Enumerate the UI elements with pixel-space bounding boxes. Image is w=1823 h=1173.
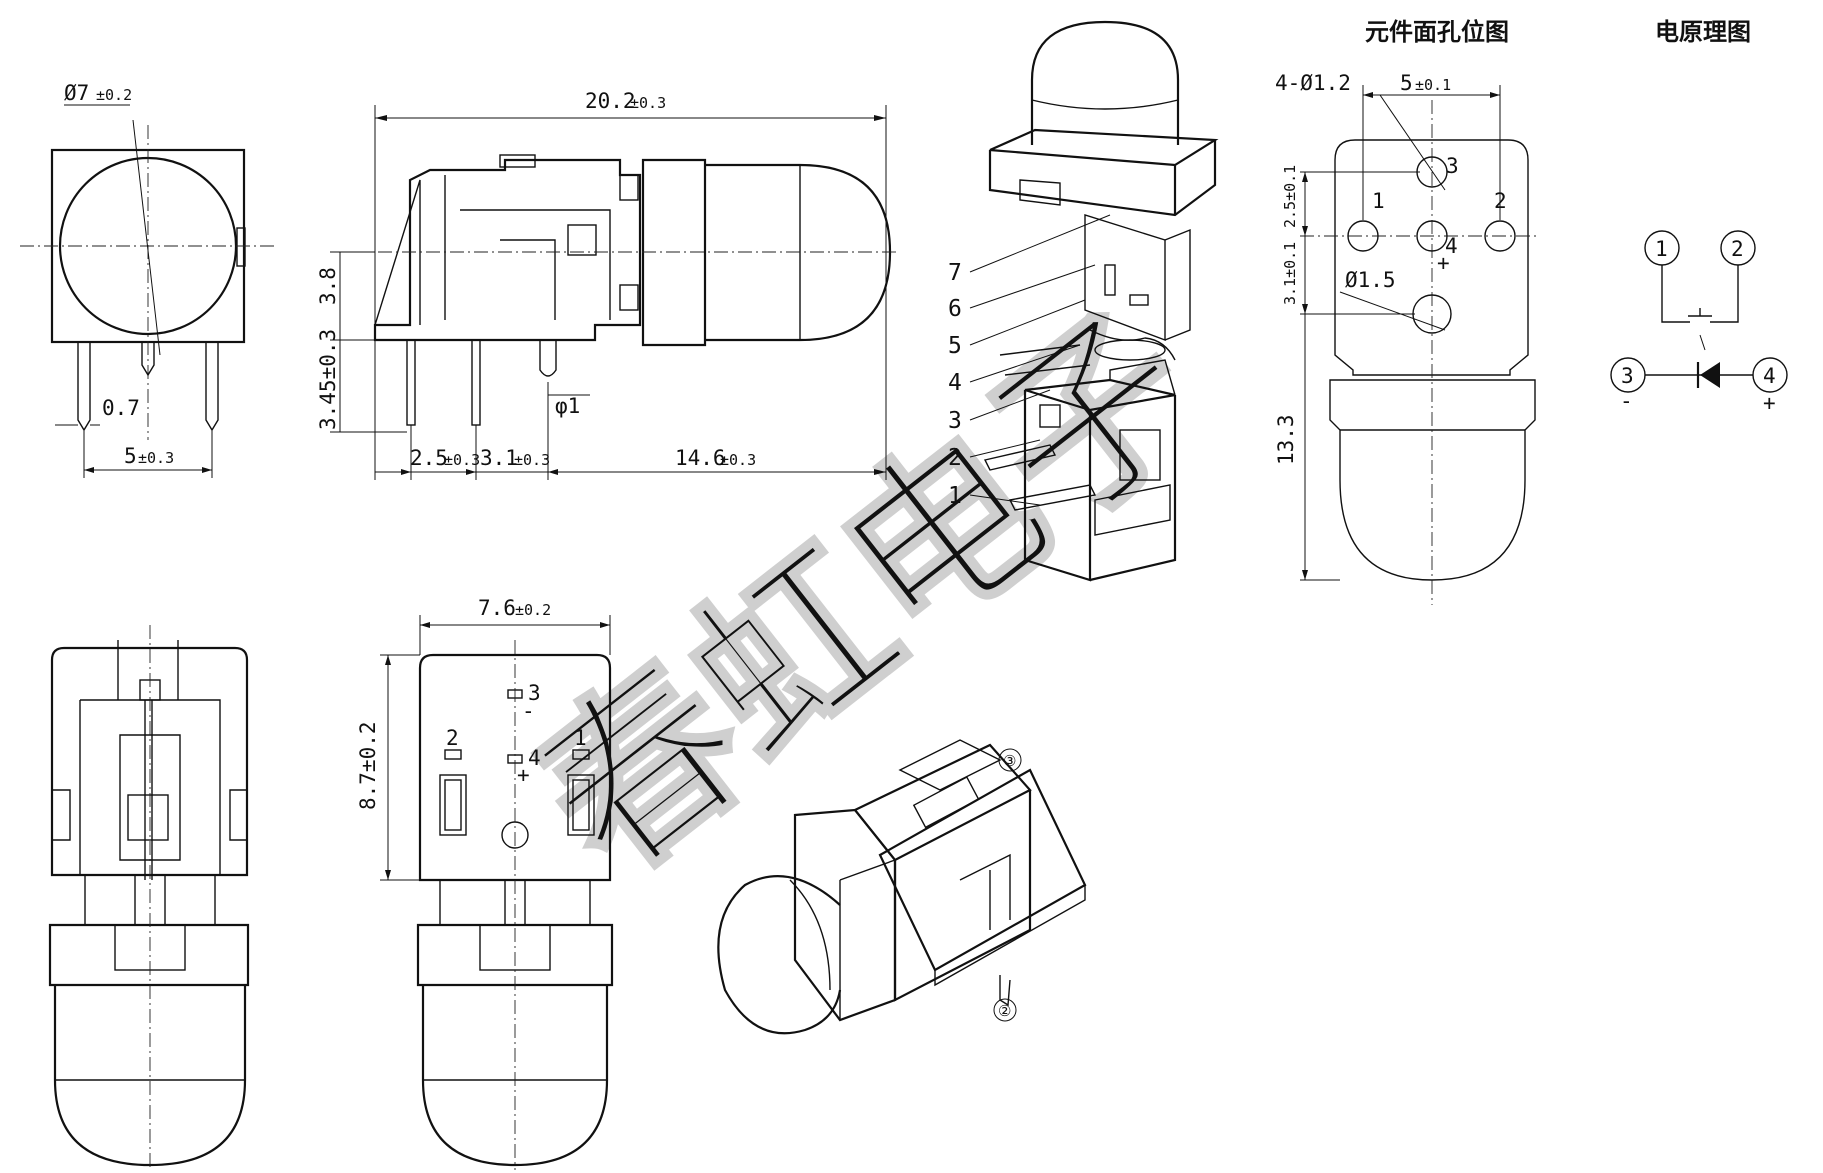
front-pin-pitch-tol: ±0.3 (138, 449, 174, 467)
side-height: 3.8 (316, 267, 340, 305)
schematic-node-1: 1 (1655, 237, 1668, 261)
top-pin-4: 4 (528, 746, 541, 770)
callout-7: 7 (948, 260, 962, 286)
front-diameter-tol: ±0.2 (96, 86, 132, 104)
callout-3: 3 (948, 408, 962, 434)
side-cap-length: 14.6 (675, 446, 726, 470)
hole-spacing-tol: ±0.1 (1415, 76, 1451, 94)
top-width-tol: ±0.2 (515, 601, 551, 619)
front-pin-pitch: 5 (124, 444, 137, 468)
iso-mark-2: ② (998, 1002, 1011, 1020)
top-pin-3: 3 (528, 681, 541, 705)
top-view (380, 615, 614, 1170)
front-pin-width: 0.7 (102, 396, 140, 420)
hole-pin-3: 3 (1446, 154, 1459, 178)
callout-1: 1 (948, 483, 962, 509)
iso-view (717, 739, 1087, 1035)
side-length-tol: ±0.3 (630, 94, 666, 112)
bottom-view (48, 625, 250, 1170)
top-pin-1: 1 (574, 726, 587, 750)
side-length: 20.2 (585, 89, 636, 113)
top-minus: - (522, 699, 535, 723)
side-pitch-b-tol: ±0.3 (514, 451, 550, 469)
callout-2: 2 (948, 445, 962, 471)
hole-length: 13.3 (1274, 414, 1298, 465)
schematic-minus: - (1620, 389, 1633, 413)
hole-big-diameter: Ø1.5 (1345, 268, 1396, 292)
hole-count-diameter: 4-Ø1.2 (1275, 71, 1351, 95)
iso-mark-3: ③ (1003, 752, 1016, 770)
hole-pin-1: 1 (1372, 189, 1385, 213)
hole-plus: + (1437, 251, 1450, 275)
hole-layout (1300, 85, 1540, 605)
hole-vert-b: 3.1±0.1 (1281, 242, 1299, 305)
hole-spacing: 5 (1400, 71, 1413, 95)
schematic (1610, 230, 1788, 393)
watermark-text: 春虹电子 (502, 273, 1237, 915)
side-cap-length-tol: ±0.3 (720, 451, 756, 469)
watermark: 春虹电子 (500, 271, 1239, 917)
front-diameter: Ø7 (64, 81, 89, 105)
side-pitch-a: 2.5 (410, 446, 448, 470)
schematic-plus: + (1763, 391, 1776, 415)
top-pin-2: 2 (446, 726, 459, 750)
side-pitch-b: 3.1 (480, 446, 518, 470)
side-pin-diameter: φ1 (555, 394, 580, 418)
side-pitch-a-tol: ±0.3 (444, 451, 480, 469)
side-view (330, 105, 900, 480)
side-standoff: 3.45±0.3 (316, 329, 340, 430)
schematic-node-3: 3 (1621, 364, 1634, 388)
hole-pin-4: 4 (1445, 234, 1458, 258)
callout-6: 6 (948, 296, 962, 322)
top-height: 8.7±0.2 (356, 721, 380, 810)
schematic-node-4: 4 (1763, 364, 1776, 388)
callout-5: 5 (948, 333, 962, 359)
top-plus: + (517, 763, 530, 787)
schematic-title: 电原理图 (1655, 18, 1751, 46)
hole-vert-a: 2.5±0.1 (1281, 165, 1299, 228)
hole-layout-title: 元件面孔位图 (1365, 18, 1509, 46)
top-width: 7.6 (478, 596, 516, 620)
front-view (20, 104, 275, 478)
schematic-node-2: 2 (1731, 237, 1744, 261)
exploded-view (969, 20, 1219, 582)
callout-4: 4 (948, 370, 962, 396)
hole-pin-2: 2 (1494, 189, 1507, 213)
